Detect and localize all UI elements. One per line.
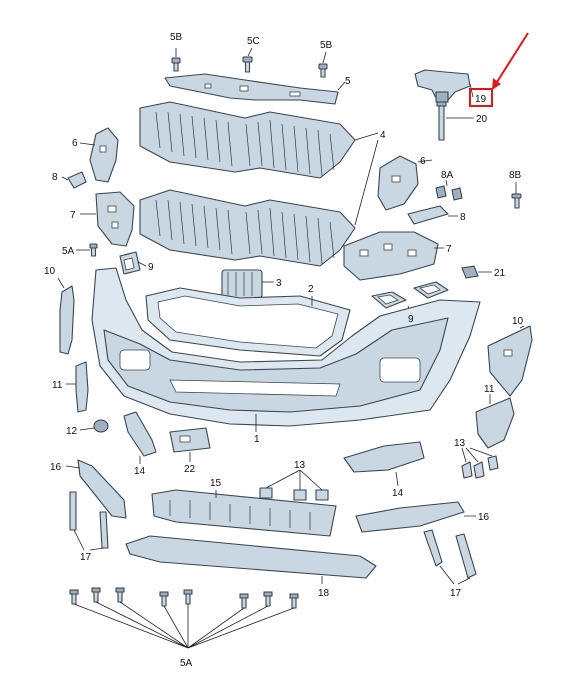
leader-16 — [65, 465, 476, 517]
upper-bracket-5 — [164, 73, 339, 105]
bracket-14-right — [343, 441, 425, 473]
clip-8-left — [67, 171, 87, 189]
side-panel-11-left — [75, 361, 89, 413]
label-5b-right: 5B — [320, 40, 333, 51]
label-13-right: 13 — [454, 438, 466, 449]
leader-left-brackets — [61, 142, 96, 251]
frame-9-left — [119, 251, 141, 275]
leader-5a-bottom — [73, 601, 295, 649]
highlight-arrowhead — [492, 78, 501, 90]
label-3: 3 — [276, 278, 282, 289]
label-1: 1 — [254, 434, 260, 445]
label-4: 4 — [380, 130, 386, 141]
grille-frame-2 — [145, 287, 351, 357]
bracket-6-right — [377, 155, 419, 211]
grille-upper-bars — [155, 111, 335, 177]
grille-lower-bars — [155, 199, 335, 265]
label-5: 5 — [345, 76, 351, 87]
leader-4 — [354, 132, 379, 226]
label-6-left: 6 — [72, 138, 78, 149]
clips-8a — [435, 185, 463, 201]
trim-17-left — [69, 491, 109, 549]
label-5a-mid: 5A — [62, 246, 75, 257]
grille-lower-4 — [139, 189, 356, 267]
label-16-right: 16 — [478, 512, 490, 523]
leader-right-brackets — [417, 159, 517, 249]
label-15: 15 — [210, 478, 222, 489]
lower-grille-16-right — [355, 501, 465, 533]
label-2: 2 — [308, 284, 314, 295]
label-8-right: 8 — [460, 212, 466, 223]
grille-upper-4 — [139, 101, 356, 179]
leader-17 — [73, 529, 471, 585]
label-8b: 8B — [509, 170, 522, 181]
label-9-left: 9 — [148, 262, 154, 273]
leader-19-20 — [446, 83, 474, 119]
label-21: 21 — [494, 268, 506, 279]
bracket-6-left — [89, 127, 119, 183]
label-12: 12 — [66, 426, 78, 437]
reflector-21 — [461, 265, 479, 279]
highlight-arrow — [496, 32, 529, 83]
label-6-right: 6 — [420, 156, 426, 167]
screw-5b-right — [318, 63, 328, 78]
bumper-cover-1 — [91, 267, 481, 427]
bracket-7-right — [343, 231, 439, 281]
label-14-right: 14 — [392, 488, 404, 499]
bracket-14-left — [123, 411, 157, 457]
screw-5b-left — [171, 57, 181, 72]
label-5a-bottom: 5A — [180, 658, 193, 669]
leader-5 — [337, 81, 346, 91]
spoiler-18 — [125, 535, 377, 579]
label-5b-left: 5B — [170, 32, 183, 43]
label-5c: 5C — [247, 36, 260, 47]
trim-17-right — [423, 529, 477, 579]
label-8-left: 8 — [52, 172, 58, 183]
leader-10 — [57, 277, 525, 329]
label-10-left: 10 — [44, 266, 56, 277]
side-bracket-10-left — [59, 285, 75, 355]
part-22 — [169, 427, 211, 453]
label-20: 20 — [476, 114, 488, 125]
label-17-right: 17 — [450, 588, 462, 599]
leader-14-22 — [139, 452, 399, 487]
leader-top-screws — [175, 47, 327, 64]
lower-grille-16-left — [77, 459, 127, 519]
leader-11-12 — [66, 383, 491, 431]
label-8a: 8A — [441, 170, 454, 181]
label-7-left: 7 — [70, 210, 76, 221]
label-9-right: 9 — [408, 314, 414, 325]
label-10-right: 10 — [512, 316, 524, 327]
washer-12 — [93, 419, 109, 433]
lower-grille-15 — [151, 489, 337, 537]
label-13-top: 13 — [294, 460, 306, 471]
screws-5a-bottom — [69, 587, 299, 609]
label-22: 22 — [184, 464, 196, 475]
bracket-19 — [414, 69, 471, 103]
clip-8-right — [407, 205, 449, 225]
bracket-7-left — [95, 191, 135, 247]
side-bracket-10-right — [487, 325, 533, 397]
screw-5a-mid — [89, 243, 98, 257]
clips-13-top — [259, 487, 329, 501]
bolt-20 — [436, 101, 447, 141]
screw-8b — [511, 193, 522, 209]
frame-9-right — [371, 281, 449, 309]
label-19[interactable]: 19 — [475, 94, 487, 105]
leader-13 — [265, 447, 493, 491]
side-panel-11-right — [475, 397, 515, 449]
highlight-box-19 — [469, 88, 493, 107]
label-16-left: 16 — [50, 462, 62, 473]
grille-insert-3 — [221, 269, 263, 299]
label-18: 18 — [318, 588, 330, 599]
screw-5c — [242, 56, 253, 73]
label-11-left: 11 — [52, 380, 63, 391]
label-14-left: 14 — [134, 466, 146, 477]
label-11-right: 11 — [484, 384, 495, 395]
clips-13-right — [461, 455, 499, 479]
label-7-right: 7 — [446, 244, 452, 255]
label-17-left: 17 — [80, 552, 92, 563]
